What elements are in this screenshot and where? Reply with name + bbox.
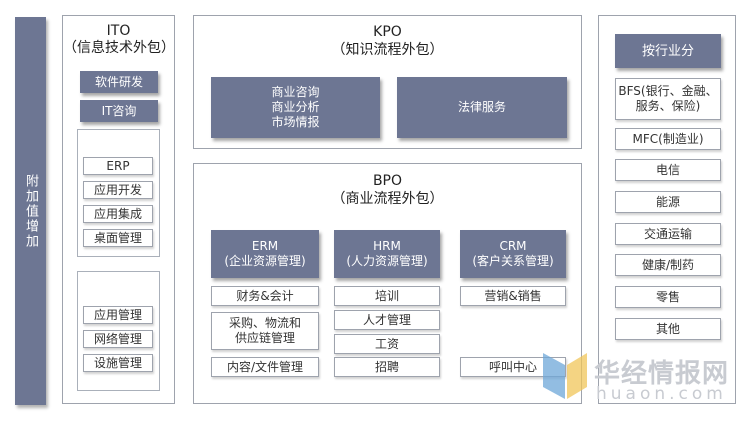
industry-header: 按行业分 bbox=[615, 34, 721, 68]
bpo-crm-item-marketing: 营销&销售 bbox=[460, 286, 566, 306]
ito-title: ITO bbox=[106, 23, 131, 39]
bpo-crm-header: CRM (客户关系管理) bbox=[460, 230, 566, 278]
kpo-consulting-block: 商业咨询 商业分析 市场情报 bbox=[211, 77, 380, 138]
kpo-subtitle: （知识流程外包） bbox=[331, 42, 444, 58]
kpo-panel: KPO （知识流程外包） 商业咨询 商业分析 市场情报 法律服务 bbox=[193, 15, 582, 149]
bpo-erm-item-procurement: 采购、物流和 供应链管理 bbox=[211, 312, 319, 350]
bpo-hrm-item-training: 培训 bbox=[334, 286, 440, 306]
ito-item-network-mgmt: 网络管理 bbox=[83, 330, 153, 348]
industry-item-telecom: 电信 bbox=[615, 159, 721, 181]
bpo-hrm-item-talent: 人才管理 bbox=[334, 310, 440, 330]
bpo-subtitle: （商业流程外包） bbox=[331, 191, 444, 207]
ito-panel: ITO （信息技术外包） 软件研发 IT咨询 ERP 应用开发 应用集成 桌面管… bbox=[62, 15, 175, 404]
kpo-legal-block: 法律服务 bbox=[397, 77, 567, 138]
ito-item-facility-mgmt: 设施管理 bbox=[83, 354, 153, 372]
ito-item-app-mgmt: 应用管理 bbox=[83, 306, 153, 324]
industry-item-mfc: MFC(制造业) bbox=[615, 128, 721, 150]
industry-item-transport: 交通运输 bbox=[615, 223, 721, 245]
industry-item-energy: 能源 bbox=[615, 191, 721, 213]
kpo-title: KPO bbox=[373, 24, 402, 40]
ito-group-2: 应用管理 网络管理 设施管理 bbox=[77, 271, 160, 391]
bpo-hrm-item-payroll: 工资 bbox=[334, 334, 440, 354]
industry-panel: 按行业分 BFS(银行、金融、 服务、保险) MFC(制造业) 电信 能源 交通… bbox=[598, 15, 736, 404]
industry-item-retail: 零售 bbox=[615, 286, 721, 308]
ito-group-1: ERP 应用开发 应用集成 桌面管理 bbox=[77, 129, 160, 257]
ito-tag-software: 软件研发 bbox=[80, 71, 158, 93]
industry-item-other: 其他 bbox=[615, 318, 721, 340]
industry-item-healthcare: 健康/制药 bbox=[615, 254, 721, 276]
ito-item-app-integration: 应用集成 bbox=[83, 205, 153, 223]
bpo-erm-header: ERM (企业资源管理) bbox=[211, 230, 319, 278]
bpo-erm-item-finance: 财务&会计 bbox=[211, 286, 319, 306]
bpo-hrm-header: HRM (人力资源管理) bbox=[334, 230, 440, 278]
ito-item-erp: ERP bbox=[83, 157, 153, 175]
ito-tag-it-consulting: IT咨询 bbox=[80, 100, 158, 122]
bpo-panel: BPO （商业流程外包） ERM (企业资源管理) 财务&会计 采购、物流和 供… bbox=[193, 163, 582, 404]
value-added-bar: 附加值增加 bbox=[15, 17, 46, 405]
watermark-cn: 华经情报网 bbox=[594, 359, 730, 389]
bpo-crm-item-call-center: 呼叫中心 bbox=[460, 357, 566, 377]
ito-item-desktop-mgmt: 桌面管理 bbox=[83, 229, 153, 247]
bpo-hrm-item-recruiting: 招聘 bbox=[334, 357, 440, 377]
value-added-label: 附加值增加 bbox=[23, 173, 38, 249]
watermark-en: huaon.com bbox=[596, 384, 727, 404]
bpo-erm-item-content: 内容/文件管理 bbox=[211, 357, 319, 377]
ito-item-app-dev: 应用开发 bbox=[83, 181, 153, 199]
watermark-logo-icon bbox=[543, 353, 587, 399]
industry-item-bfs: BFS(银行、金融、 服务、保险) bbox=[615, 78, 721, 120]
ito-subtitle: （信息技术外包） bbox=[63, 40, 175, 56]
watermark: 华经情报网 huaon.com bbox=[541, 349, 741, 409]
bpo-title: BPO bbox=[372, 173, 403, 189]
